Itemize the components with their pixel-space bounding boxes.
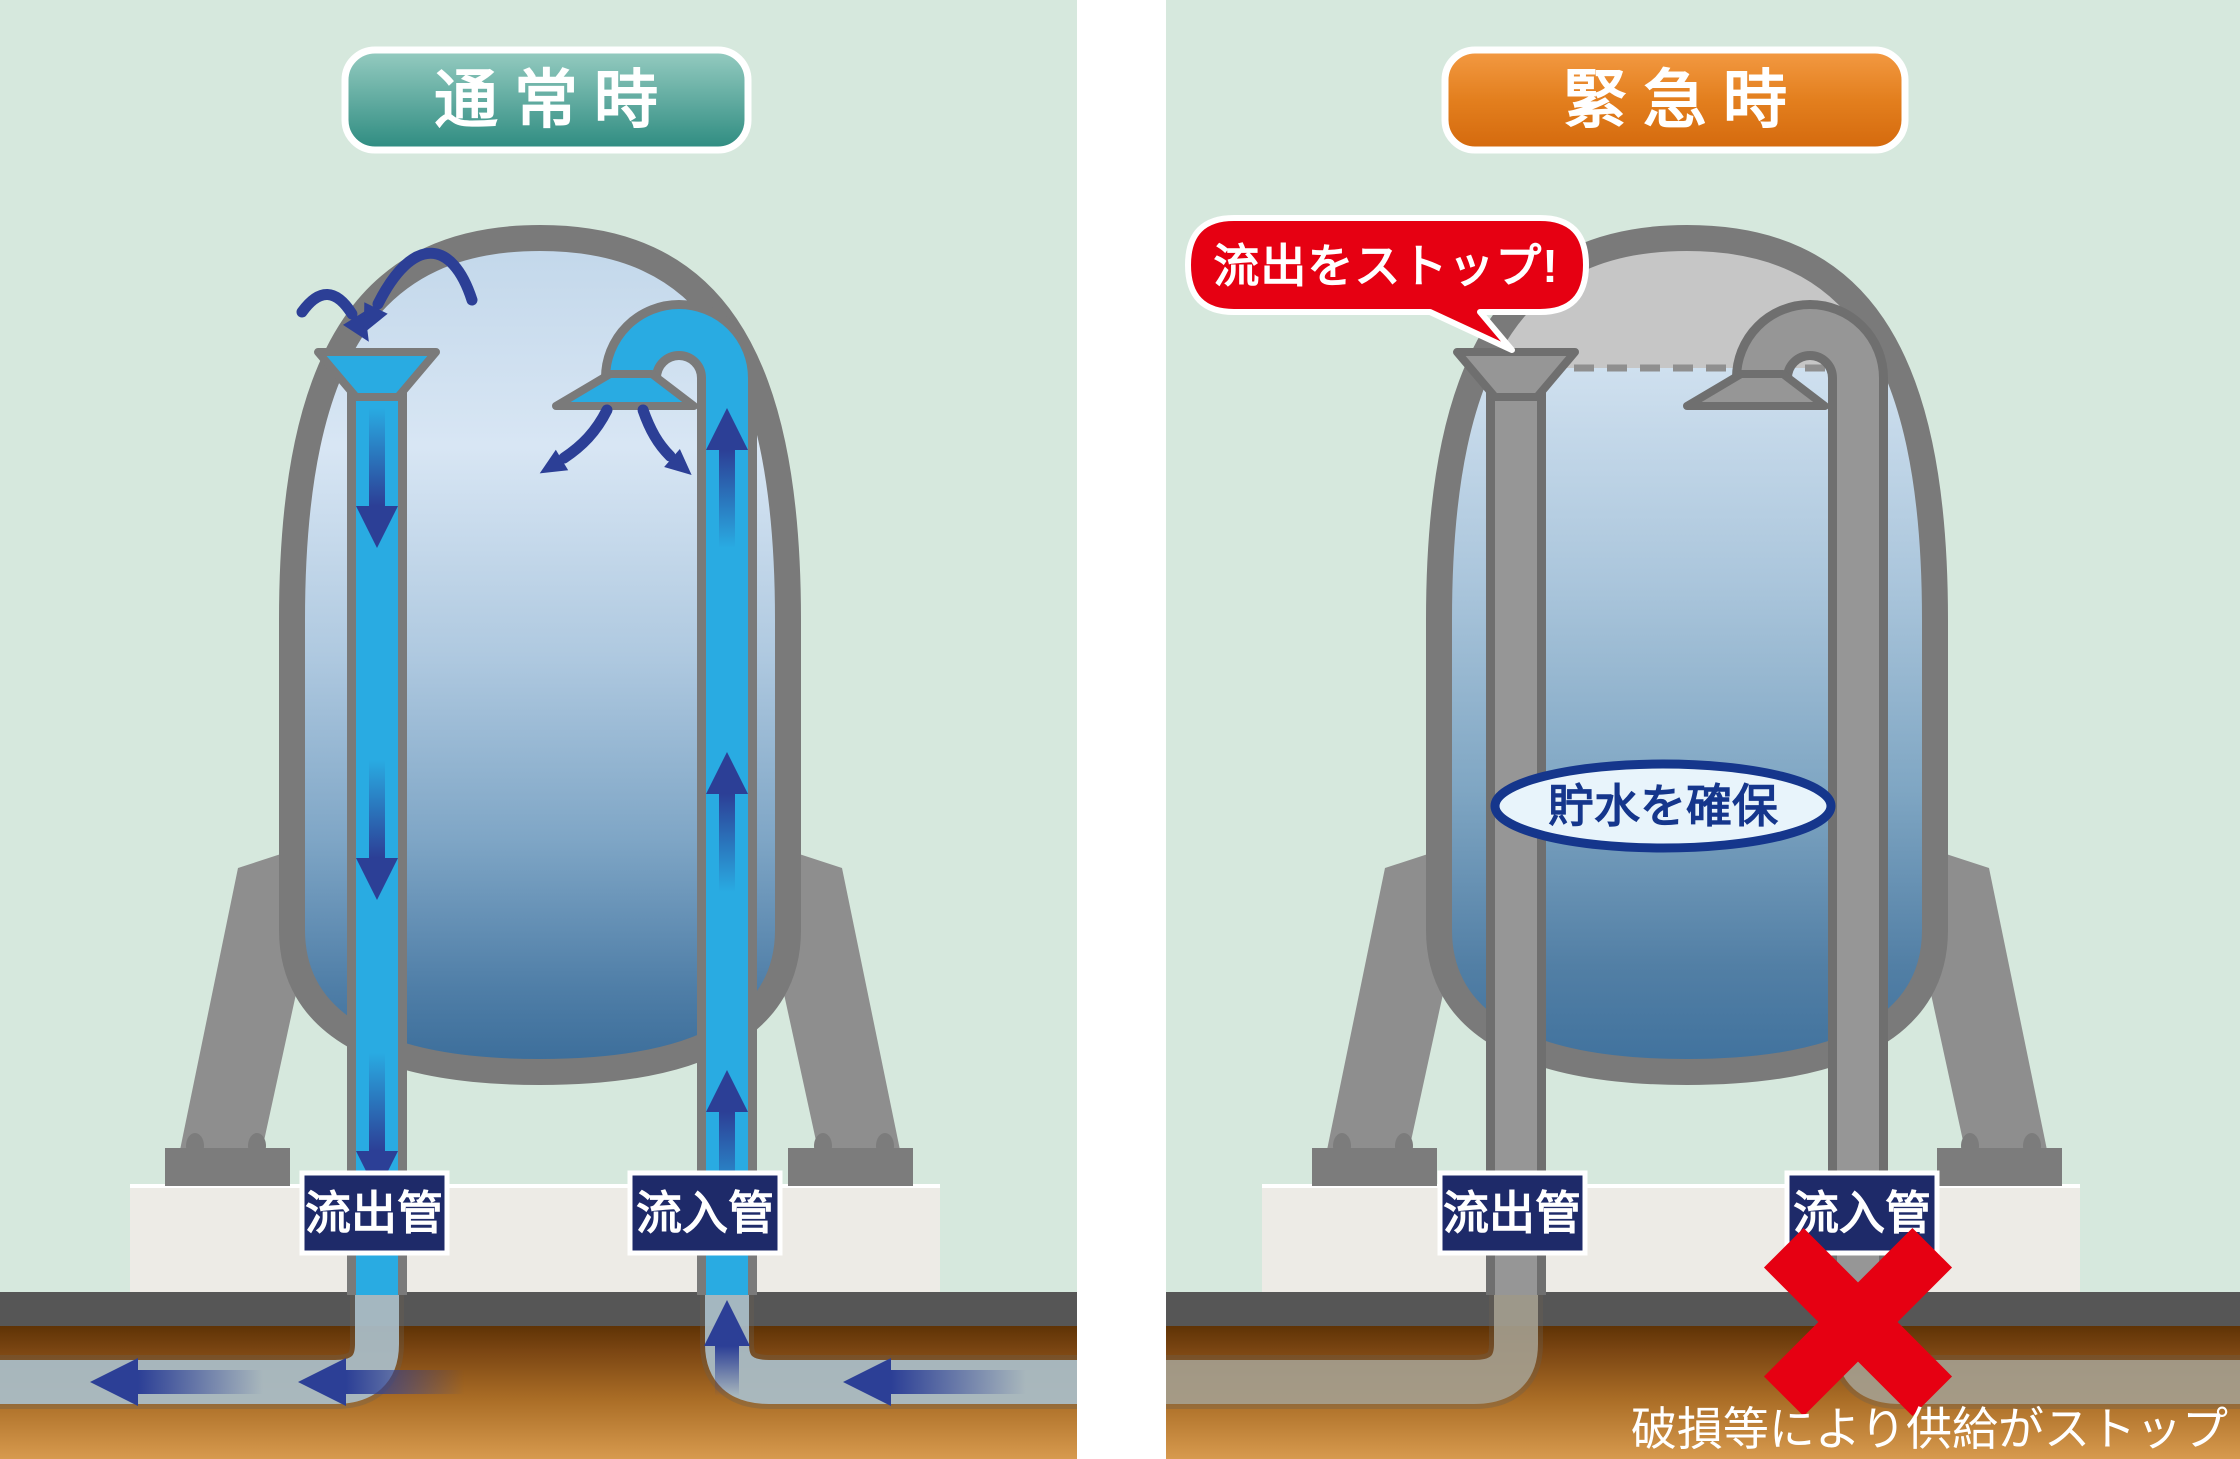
inflow-nozzle-outlet	[1683, 370, 1829, 410]
emergency-outflow-pipe-label-text: 流出管	[1443, 1187, 1581, 1239]
inflow-pipe-stopped	[1683, 300, 1888, 1295]
reserve-note-text: 貯水を確保	[1548, 780, 1779, 832]
concrete-foundation	[1262, 1184, 2080, 1292]
emergency-panel: 貯水を確保 流出をストップ! 流出管 流入管 破損等により供給がストップ 緊急時	[1166, 0, 2240, 1459]
outflow-arrows	[356, 408, 398, 1193]
normal-outflow-pipe-label-text: 流出管	[305, 1187, 443, 1239]
inflow-direction-arrows-underground	[704, 1300, 1026, 1406]
inflow-pipe	[552, 300, 757, 1295]
outflow-direction-arrows-underground	[90, 1358, 464, 1406]
normal-outflow-pipe-label: 流出管	[299, 1170, 450, 1256]
outflow-funnel-inlet	[314, 348, 440, 401]
reserve-water-ellipse: 貯水を確保	[1490, 759, 1836, 853]
outflow-pipe-stopped	[1453, 348, 1579, 1295]
emergency-outflow-pipe-label: 流出管	[1437, 1170, 1588, 1256]
underground-outflow-pipe-stopped	[1166, 1292, 1543, 1409]
funnel-intake-arrows	[296, 247, 478, 342]
normal-inflow-pipe-label-text: 流入管	[636, 1187, 774, 1239]
emergency-title: 緊急時	[1563, 64, 1803, 136]
emergency-header-badge: 緊急時	[1441, 46, 1909, 154]
inflow-nozzle-outlet	[552, 370, 698, 410]
supply-stopped-note: 破損等により供給がストップ	[1631, 1403, 2228, 1455]
callout-text: 流出をストップ!	[1213, 240, 1558, 292]
stop-outflow-callout: 流出をストップ!	[1185, 215, 1589, 353]
road-surface-strip	[1166, 1292, 2240, 1326]
normal-panel: 流出管 流入管 通常時	[0, 0, 1077, 1459]
road-surface-strip	[0, 1292, 1077, 1326]
normal-title: 通常時	[434, 64, 674, 136]
normal-inflow-pipe-label: 流入管	[627, 1170, 783, 1256]
normal-header-badge: 通常時	[341, 46, 752, 154]
outflow-funnel-inlet	[1453, 348, 1579, 401]
emergency-inflow-pipe-label-text: 流入管	[1793, 1187, 1931, 1239]
concrete-foundation	[130, 1184, 940, 1292]
supply-stopped-x-mark	[1763, 1227, 1953, 1417]
nozzle-spray-arrows	[539, 404, 692, 476]
